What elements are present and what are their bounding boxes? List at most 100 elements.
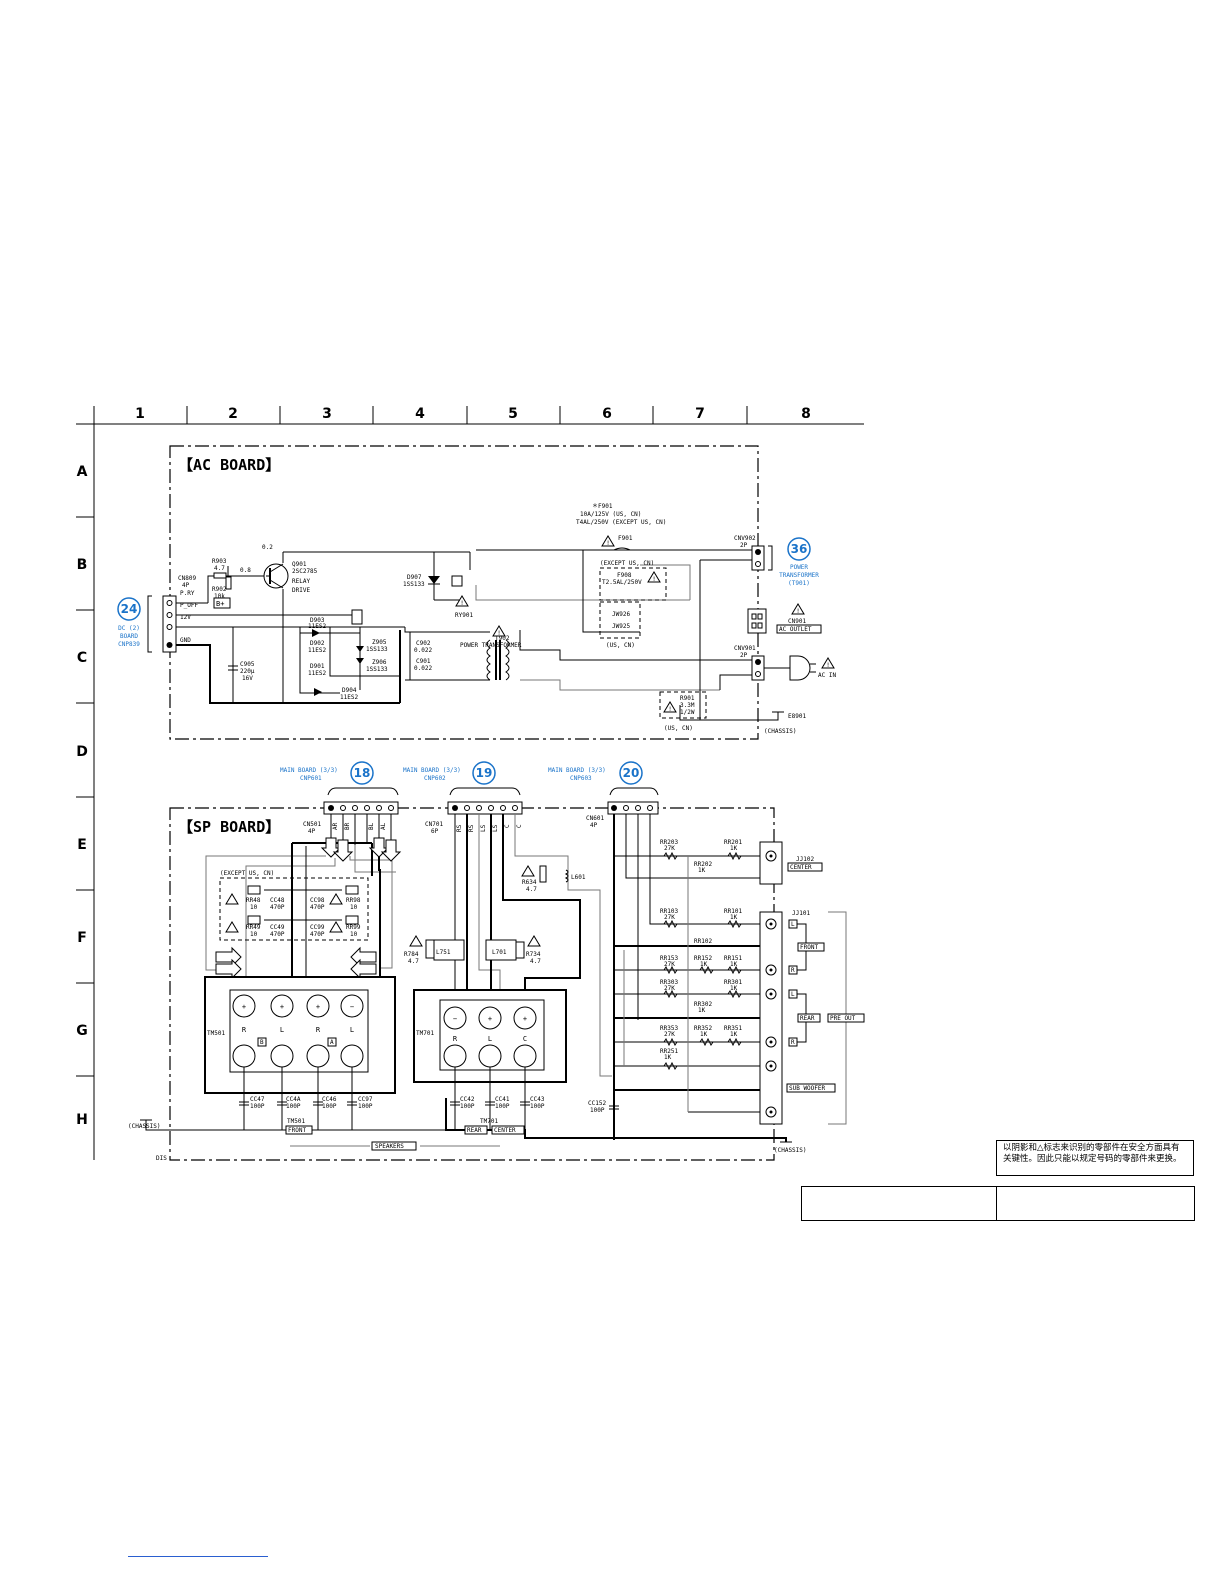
r901-dashed-box — [659, 691, 707, 719]
cc46-value: 100P — [322, 1103, 337, 1110]
cc47-ref: CC47 — [250, 1096, 265, 1103]
l751-ref: L751 — [436, 949, 451, 956]
q901-part: 2SC2785 — [292, 568, 318, 575]
rr251-value: 1K — [664, 1054, 672, 1061]
jack-front-r: R — [791, 967, 795, 974]
z905-ref: Z905 — [372, 639, 387, 646]
cc99-ref: CC99 — [310, 924, 325, 931]
rr351-value: 1K — [730, 1031, 738, 1038]
bottom-capacitors — [239, 1067, 619, 1130]
r734-value: 4.7 — [530, 958, 541, 965]
rr202-value: 1K — [698, 867, 706, 874]
cn701-pin-2: RS — [468, 824, 475, 832]
cn501-pin-al: AL — [380, 822, 387, 830]
cn501-pin-br: BR — [344, 822, 351, 830]
sp-chassis-left: (CHASSIS) — [128, 1123, 161, 1130]
r901-value: 3.3M — [680, 702, 695, 709]
cn701-pin-3: LS — [480, 824, 487, 832]
cnv902-connector — [751, 545, 765, 571]
rr153-value: 27K — [664, 961, 675, 968]
f908-value: T2.5AL/250V — [602, 579, 642, 586]
rr152-ref: RR152 — [694, 955, 712, 962]
jj102-center-label: CENTER — [790, 864, 812, 871]
q901-ref: Q901 — [292, 561, 307, 568]
l601-ref: L601 — [571, 874, 586, 881]
d902-part: 11ES2 — [308, 647, 326, 654]
t902-warning-icon — [492, 625, 506, 637]
r734-ref: R734 — [526, 951, 541, 958]
grid-row-e: E — [77, 837, 87, 853]
grid-row-g: G — [76, 1023, 88, 1039]
tm501-sign-3: + — [316, 1003, 320, 1011]
l701-ref: L701 — [492, 949, 507, 956]
svg-text:!: ! — [826, 662, 830, 669]
rr152-value: 1K — [700, 961, 708, 968]
sp-filter-components — [225, 885, 359, 933]
svg-text:!: ! — [652, 576, 656, 583]
jj101-jack-block — [759, 911, 783, 1125]
tm701-sign-2: + — [488, 1015, 492, 1023]
jj101-jacks — [765, 918, 777, 1118]
cn601-pins: 4P — [590, 822, 598, 829]
svg-text:19: 19 — [476, 766, 493, 780]
d903-part: 11ES2 — [308, 623, 326, 630]
rr353-ref: RR353 — [660, 1025, 678, 1032]
grid-col-5: 5 — [508, 406, 518, 422]
d907-ref: D907 — [407, 574, 422, 581]
sp-board-wires — [145, 814, 787, 1142]
z906-part: 1SS133 — [366, 666, 388, 673]
cc47-value: 100P — [250, 1103, 265, 1110]
grid-row-a: A — [77, 464, 88, 480]
except-us-cn-label: (EXCEPT US, CN) — [600, 560, 654, 567]
sp-except-us-cn-label: (EXCEPT US, CN) — [220, 870, 274, 877]
r901-us-cn: (US, CN) — [664, 725, 693, 732]
cn901-ac-outlet — [747, 608, 767, 634]
cn501-pins: 4P — [308, 828, 316, 835]
r634-value: 4.7 — [526, 886, 537, 893]
footer-link-line[interactable] — [128, 1556, 268, 1557]
grid-frame — [76, 406, 864, 1160]
rr151-ref: RR151 — [724, 955, 742, 962]
grid-row-c: C — [77, 650, 87, 666]
rr302-value: 1K — [698, 1007, 706, 1014]
rr301-value: 1K — [730, 985, 738, 992]
sub-woofer-label: SUB WOOFER — [789, 1085, 826, 1092]
r734-resistor — [515, 941, 525, 959]
t902-transformer — [486, 639, 510, 681]
cn701-connector — [447, 801, 523, 815]
safety-note-text: 以阴影和△标志来识别的零部件在安全方面具有关键性。因此只能以规定号码的零部件来更… — [1003, 1143, 1182, 1164]
cc42-ref: CC42 — [460, 1096, 475, 1103]
cnv901-connector — [751, 655, 765, 681]
cn501-ref: CN501 — [303, 821, 321, 828]
f908-ref: F908 — [617, 572, 632, 579]
rr102-ref: RR102 — [694, 938, 712, 945]
cnv901-ref: CNV901 — [734, 645, 756, 652]
ac-outlet-box — [776, 624, 822, 634]
cn701-pin-6: C — [516, 824, 523, 828]
tm501-label-1: R — [242, 1026, 247, 1034]
rr101-value: 1K — [730, 914, 738, 921]
us-cn-label: (US, CN) — [606, 642, 635, 649]
cc49-ref: CC49 — [270, 924, 285, 931]
r634-resistor — [539, 865, 547, 883]
z906-diode — [356, 658, 364, 664]
preout-resistors — [663, 851, 742, 1071]
cc48-value: 470P — [270, 904, 285, 911]
tm501-b-label: B — [260, 1039, 264, 1046]
l601-coil — [564, 869, 569, 883]
r903-value: 4.7 — [214, 565, 225, 572]
bottom-table-cell-2 — [997, 1187, 1194, 1220]
safety-note-box: 以阴影和△标志来识别的零部件在安全方面具有关键性。因此只能以规定号码的零部件来更… — [996, 1140, 1194, 1176]
ac-outlet-label: AC OUTLET — [779, 626, 812, 633]
cc48-ref: CC48 — [270, 897, 285, 904]
cn901-warning-icon — [791, 603, 805, 615]
cc43-value: 100P — [530, 1103, 545, 1110]
main-connector-badge-18: 18 — [350, 761, 374, 785]
tm701-bottom-ref: TM701 — [480, 1118, 498, 1125]
r902-resistor — [225, 576, 232, 590]
tm701-rear-label: REAR — [467, 1127, 482, 1134]
c901-ref: C901 — [416, 658, 431, 665]
grid-col-2: 2 — [228, 406, 238, 422]
cn809-ref: CN809 — [178, 575, 196, 582]
